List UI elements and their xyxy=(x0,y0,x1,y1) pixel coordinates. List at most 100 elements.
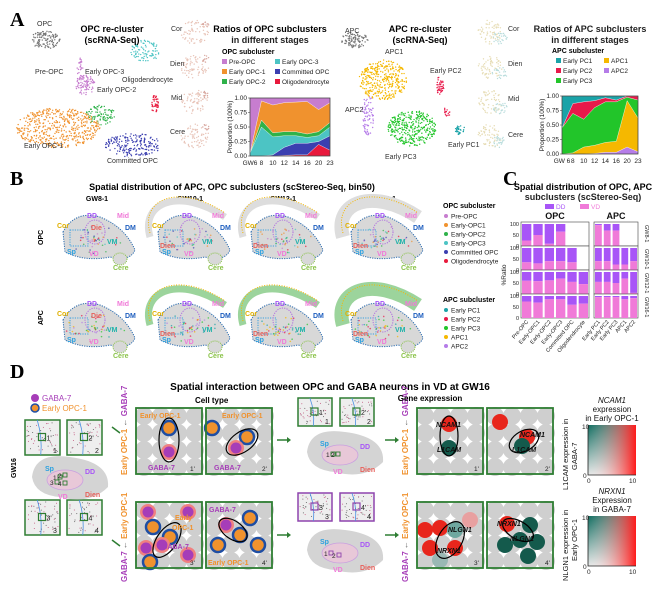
umap-point xyxy=(191,135,194,137)
umap-point xyxy=(361,82,363,85)
umap-point xyxy=(155,53,157,56)
umap-point xyxy=(414,144,416,146)
umap-point xyxy=(198,89,200,92)
umap-point xyxy=(483,104,485,106)
heatmap-x-gradient xyxy=(588,425,636,475)
umap-point xyxy=(109,149,111,151)
axis-label-part: GABA-7 xyxy=(120,551,129,582)
panel-frame xyxy=(135,407,203,475)
umap-point xyxy=(400,137,402,139)
umap-point xyxy=(189,100,192,102)
legend-dot xyxy=(444,223,448,227)
sp-region xyxy=(164,317,184,335)
umap-point xyxy=(48,142,51,144)
umap-point xyxy=(76,77,79,80)
umap-point xyxy=(425,138,428,141)
umap-point xyxy=(479,135,481,137)
umap-point xyxy=(155,44,158,46)
umap-point xyxy=(89,133,92,136)
umap-point xyxy=(440,88,442,90)
dd-vd-region xyxy=(272,307,294,333)
cell-spot xyxy=(354,400,356,402)
umap-point xyxy=(506,36,508,39)
umap-point xyxy=(486,69,488,71)
umap-point xyxy=(484,66,486,68)
umap-point xyxy=(52,135,55,138)
cell-spot xyxy=(57,511,59,513)
umap-point xyxy=(385,93,387,95)
umap-point xyxy=(122,135,124,137)
umap-point xyxy=(82,86,84,88)
umap-point xyxy=(40,33,42,36)
umap-point xyxy=(76,136,78,138)
umap-point xyxy=(73,124,75,127)
umap-point xyxy=(368,114,370,116)
panel-id: 4' xyxy=(545,560,550,567)
b-opc-legend-title: OPC subcluster xyxy=(443,203,496,210)
umap-point xyxy=(499,67,501,69)
umap-point xyxy=(155,143,157,145)
umap-point xyxy=(155,95,158,98)
umap-point xyxy=(407,116,409,119)
region-label-mid: Mid xyxy=(212,213,224,220)
cell-spot xyxy=(81,502,83,504)
region-label-dm: DM xyxy=(413,225,424,232)
heatmap-title-line3: in GABA-7 xyxy=(593,505,631,514)
panel-frame xyxy=(416,407,484,475)
umap-point xyxy=(66,119,69,121)
cell-spot xyxy=(94,326,96,329)
umap-point xyxy=(34,130,37,133)
umap-point xyxy=(392,93,394,95)
umap-point xyxy=(503,107,506,109)
umap-point xyxy=(50,137,53,140)
cell-spot xyxy=(325,500,327,502)
umap-point xyxy=(139,154,141,156)
umap-point xyxy=(494,92,497,95)
umap-point xyxy=(191,27,193,30)
umap-point xyxy=(49,122,51,125)
umap-point xyxy=(349,42,351,45)
bar-dd xyxy=(533,248,543,264)
umap-point xyxy=(181,68,183,70)
umap-point xyxy=(127,138,129,140)
background-cell xyxy=(205,501,223,519)
umap-point xyxy=(376,82,378,84)
region-label-dien: Dien xyxy=(353,243,368,250)
umap-point xyxy=(401,72,403,75)
umap-point xyxy=(33,126,35,129)
umap-point xyxy=(408,133,410,136)
umap-point xyxy=(363,130,366,132)
umap-point xyxy=(481,73,484,75)
tissue-box xyxy=(339,492,375,522)
umap-point xyxy=(22,137,24,140)
umap-point xyxy=(485,41,487,43)
umap-point xyxy=(67,139,69,142)
umap-point xyxy=(493,134,496,137)
umap-point xyxy=(481,97,483,99)
umap-point xyxy=(25,120,27,122)
umap-point xyxy=(186,99,188,102)
gaba7-label: GABA-7 xyxy=(148,465,175,472)
cell-spot xyxy=(365,509,367,511)
umap-point xyxy=(356,38,359,41)
cell-spot xyxy=(84,530,86,532)
umap-point xyxy=(397,128,399,130)
cell-spot xyxy=(282,329,285,331)
cell-spot xyxy=(189,335,192,337)
umap-point xyxy=(495,107,497,109)
expression-cell xyxy=(520,548,536,564)
umap-point xyxy=(189,69,191,71)
apc-overview-cluster xyxy=(341,32,369,49)
cell-spot xyxy=(196,323,199,325)
cell-spot xyxy=(278,328,280,331)
umap-point xyxy=(136,135,138,137)
umap-point xyxy=(361,108,364,110)
cell-spot xyxy=(84,445,86,447)
opc-overview-cluster xyxy=(31,30,61,49)
umap-point xyxy=(54,113,56,115)
umap-point xyxy=(28,131,31,133)
umap-point xyxy=(191,73,193,76)
umap-point xyxy=(490,62,492,64)
umap-point xyxy=(418,136,420,138)
